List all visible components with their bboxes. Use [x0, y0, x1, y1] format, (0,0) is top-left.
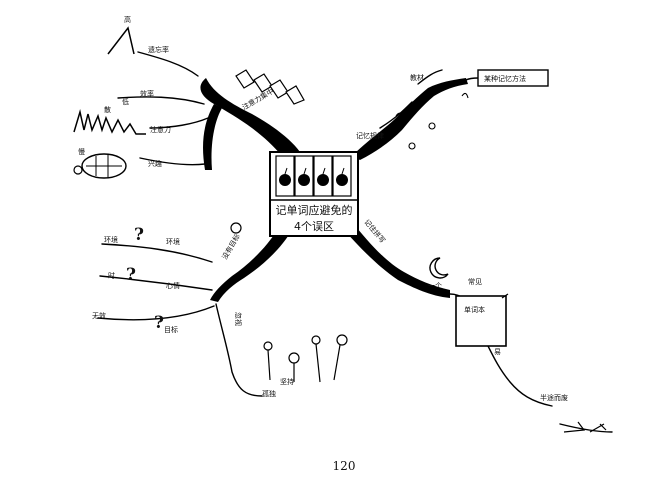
question-mark-3: ?	[154, 313, 164, 333]
bomb-icons	[275, 155, 352, 197]
label-efficiency: 效率	[140, 89, 154, 98]
label-easy: 易	[494, 348, 501, 356]
prefix-env: 环境	[104, 235, 118, 244]
label-neglect: 忽视	[234, 312, 243, 326]
moon-icon	[429, 257, 449, 279]
center-title-line1: 记单词应避免的	[276, 203, 353, 217]
label-interest: 兴趣	[148, 159, 162, 168]
mark-high: 高	[124, 15, 131, 24]
turtle-icon	[73, 153, 127, 179]
folded-paper-icon	[235, 69, 305, 105]
question-mark-2: ?	[126, 265, 136, 285]
label-common: 常见	[468, 277, 482, 286]
label-one: 一个	[428, 282, 442, 290]
lollipop-icons	[263, 334, 348, 383]
label-env: 环境	[166, 237, 180, 246]
page-number: 120	[333, 459, 356, 473]
question-mark-1: ?	[134, 225, 144, 245]
label-memory-method: 某种记忆方法	[484, 74, 526, 83]
label-mood: 心情	[166, 281, 180, 290]
label-give-up: 半途而废	[540, 393, 568, 402]
label-forget-rate: 遗忘率	[148, 45, 169, 54]
mark-slow: 慢	[78, 147, 85, 156]
twig-icon	[563, 421, 607, 433]
label-attention: 注意力集中	[241, 86, 276, 111]
label-lonely: 孤独	[262, 389, 276, 398]
notebook-icon	[455, 293, 509, 347]
prefix-time: 时	[108, 271, 115, 280]
center-topic: 记单词应避免的 4个误区	[269, 151, 359, 237]
center-title-line2: 4个误区	[294, 220, 334, 233]
label-memory-rule: 记忆规律	[356, 131, 384, 140]
flower-icon	[230, 222, 242, 234]
branch-lines	[97, 51, 613, 433]
mark-low: 低	[122, 97, 129, 106]
label-goal: 目标	[164, 325, 178, 334]
mark-scatter: 散	[104, 105, 111, 114]
signboard-icon	[477, 69, 549, 87]
label-textbook: 教材	[410, 73, 424, 82]
label-wordbook: 单词本	[464, 305, 485, 314]
label-persist: 坚持	[280, 377, 294, 386]
flower-icons	[395, 92, 469, 150]
label-attention-child: 注意力	[150, 125, 171, 134]
mountain-peak-icon	[107, 26, 135, 55]
prefix-invalid: 无效	[92, 311, 106, 320]
zigzag-graph-icon	[73, 109, 146, 135]
label-no-goal: 没有目标	[220, 232, 242, 261]
